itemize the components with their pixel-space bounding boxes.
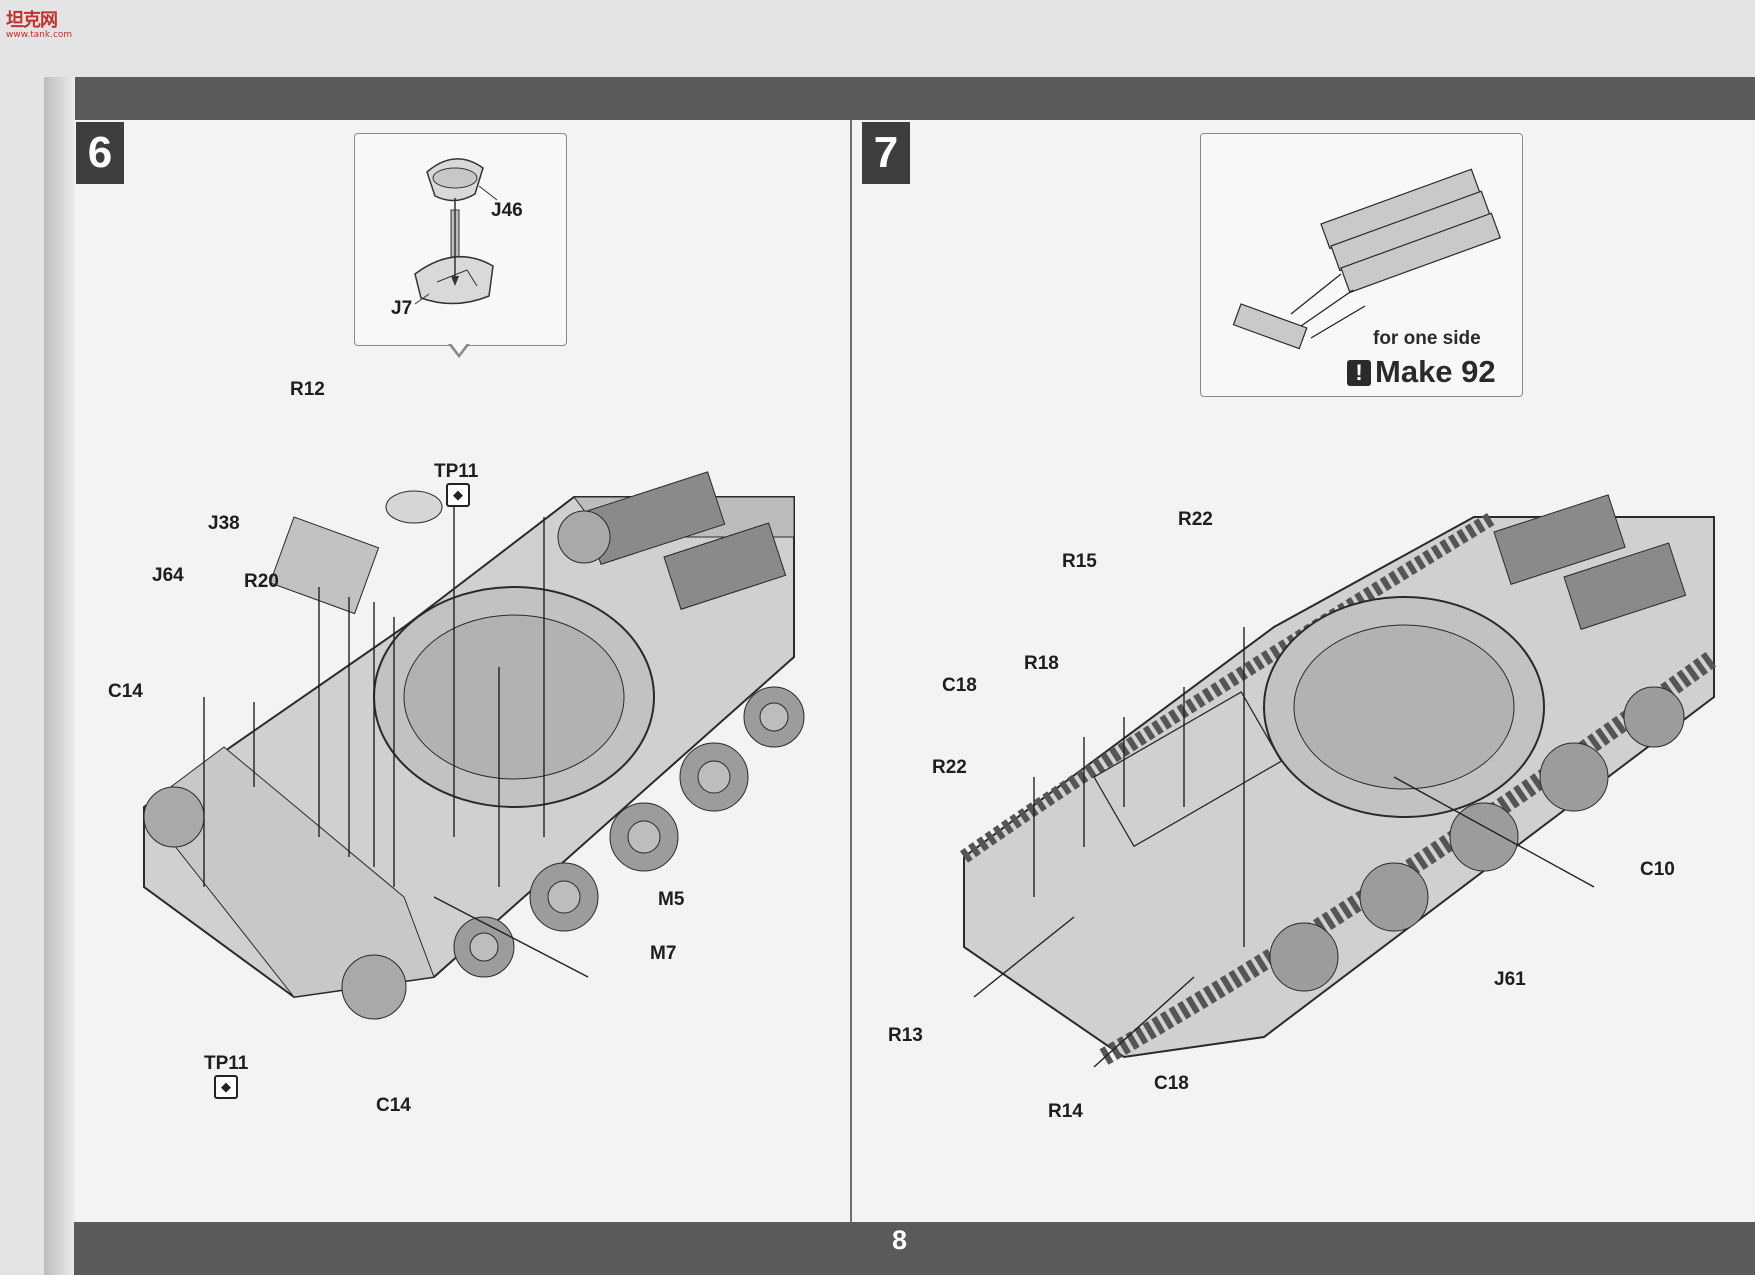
droplet-icon: ◆ [446,483,470,507]
part-label-r14: R14 [1048,1101,1083,1122]
track-links-illustration [1232,168,1502,350]
exclamation-icon: ! [1347,360,1371,386]
hull-underside-illustration [143,471,805,1020]
inset-pointer [448,342,470,358]
step-number: 6 [76,122,124,184]
part-label-tp11: TP11 [434,461,479,482]
part-label-r12: R12 [290,379,325,400]
step-number: 7 [862,122,910,184]
page-number: 8 [891,1225,908,1255]
inset-note: for one side [1373,328,1481,349]
part-label-r20: R20 [244,571,279,592]
part-label-c14: C14 [108,681,143,702]
part-label-r13: R13 [888,1025,923,1046]
part-label-tp11-lower: TP11 [204,1053,249,1074]
part-label-r18: R18 [1024,653,1059,674]
watermark-logo: 坦克网 [6,10,58,30]
part-label-j61: J61 [1494,969,1526,990]
part-label-j7: J7 [391,298,413,319]
site-watermark: 坦克网 www.tank.com [6,6,72,42]
part-label-m7: M7 [650,943,677,964]
hull-with-tracks-illustration [959,494,1720,1068]
part-label-m5: M5 [658,889,685,910]
part-label-j46: J46 [491,200,523,221]
inset-count: !Make 92 [1347,354,1496,390]
detail-inset: J46 J7 [354,133,567,346]
instruction-sheet: 8 6 J46 J7 [44,77,1755,1275]
part-label-j38: J38 [208,513,240,534]
top-band [44,77,1755,120]
watermark-url: www.tank.com [6,30,73,40]
hatch-detail-illustration [414,158,498,305]
binding-edge [44,77,75,1275]
part-label-j64: J64 [152,565,184,586]
part-label-c18-lower: C18 [1154,1073,1189,1094]
track-inset: for one side !Make 92 [1200,133,1523,397]
part-label-r15: R15 [1062,551,1097,572]
part-label-r22-left: R22 [932,757,967,778]
part-label-c14-lower: C14 [376,1095,411,1116]
page-fold [850,120,852,1223]
bottom-band [74,1222,1755,1275]
part-label-r22: R22 [1178,509,1213,530]
part-label-c10: C10 [1640,859,1675,880]
part-label-c18: C18 [942,675,977,696]
droplet-icon: ◆ [214,1075,238,1099]
